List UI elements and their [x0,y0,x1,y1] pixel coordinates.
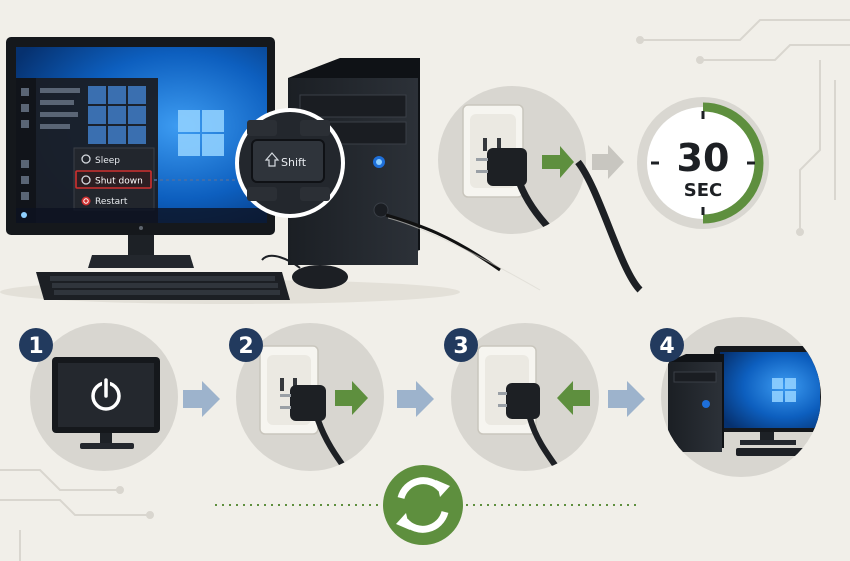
shift-key-zoom: Shift [235,108,345,218]
arrow-step-2-3 [397,381,434,417]
computer-on-icon [668,346,821,456]
power-icon [81,175,91,185]
circuit-decoration [0,19,850,561]
power-icon [81,154,91,164]
svg-text:Restart: Restart [95,197,128,207]
arrow-step-3-4 [608,381,645,417]
step-4: 4 [650,317,821,477]
windows-logo [178,110,224,156]
timer-progress [702,102,764,224]
arrow-step-1-2 [183,381,220,417]
svg-text:1: 1 [28,334,43,359]
menu-item-sleep[interactable]: Sleep [81,154,120,166]
monitor: Sleep Shut down Restart [6,37,275,268]
svg-text:3: 3 [453,334,468,359]
green-arrow-right [542,146,574,178]
pc-tower [288,58,541,291]
svg-text:Shift: Shift [281,156,307,169]
timer-value: 30 [677,136,730,180]
menu-item-shut-down[interactable]: Shut down [75,170,152,189]
step-badge-3 [444,328,478,362]
plug-removed-icon [290,385,326,421]
plug-inserted-icon [506,383,540,419]
tower-power-led [702,400,710,408]
plug [487,148,527,186]
mouse [292,265,348,289]
step-2: 2 [229,323,384,471]
keyboard [36,272,290,300]
power-icon [81,196,91,206]
timer-30-sec: 30 SEC [637,97,769,229]
step-3: 3 [444,323,599,471]
svg-text:2: 2 [238,334,253,359]
svg-text:Shut down: Shut down [95,177,143,187]
shift-key: Shift [264,152,307,169]
svg-text:Sleep: Sleep [95,156,120,166]
step-1: 1 [19,323,178,471]
menu-item-restart[interactable]: Restart [81,196,128,208]
step-badge-2 [229,328,263,362]
svg-text:4: 4 [659,334,674,359]
arrow-to-timer [592,145,624,179]
shut-down-highlight [75,170,152,189]
timer-unit: SEC [684,180,722,201]
refresh-cycle-icon [383,465,463,545]
green-arrow-right [335,381,368,415]
step-badge-1 [19,328,53,362]
unplug-circle [438,86,586,234]
step-badge-4 [650,328,684,362]
green-arrow-left [557,381,590,415]
shift-arrow-icon [264,152,280,167]
